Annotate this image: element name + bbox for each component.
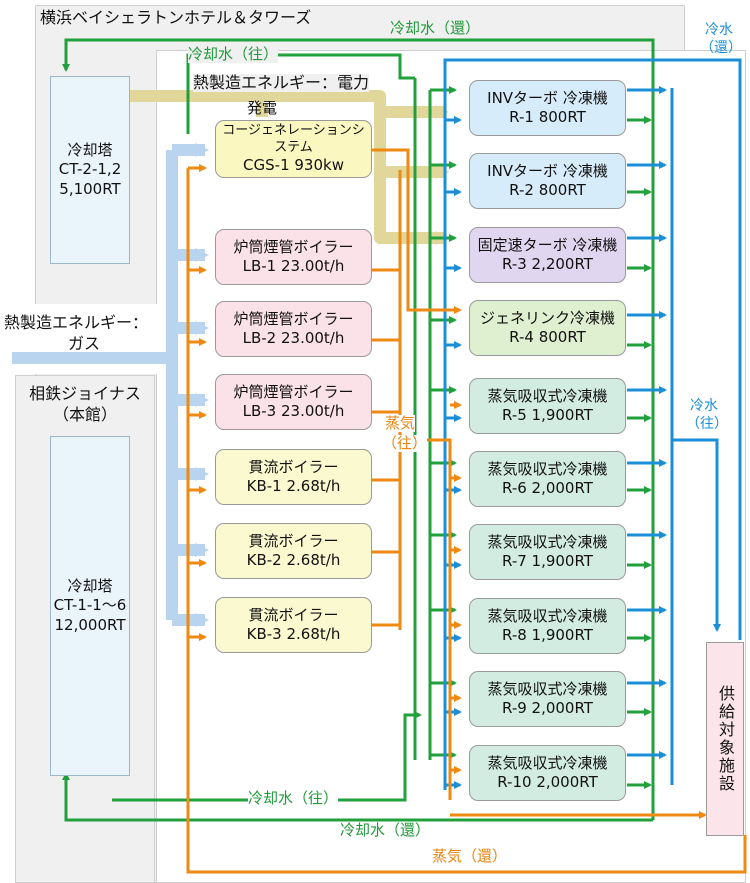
hotel-area-title: 横浜ベイシェラトンホテル＆タワーズ xyxy=(40,8,312,27)
boiler-name: 炉筒煙管ボイラー xyxy=(233,383,354,402)
boiler-name: 炉筒煙管ボイラー xyxy=(233,238,354,257)
power-generation-label: 発電 xyxy=(247,99,278,117)
cooling-water-supply-bottom-label: 冷却水（往） xyxy=(248,789,339,808)
boiler-name: 貫流ボイラー xyxy=(248,532,339,551)
chiller-name: 蒸気吸収式冷凍機 xyxy=(487,460,608,479)
boiler-name: 貫流ボイラー xyxy=(248,458,339,477)
electricity-label: 熱製造エネルギー：電力 xyxy=(193,73,370,93)
cooling-tower-name: 冷却塔 xyxy=(67,576,113,595)
chiller-name: 蒸気吸収式冷凍機 xyxy=(487,680,608,699)
cooling-tower-id: CT-1-1～6 xyxy=(53,596,127,615)
supply-facility-box: 供給対象施設 xyxy=(706,642,744,836)
supply-facility-label: 供給対象施設 xyxy=(716,685,735,793)
gas-label-line1: 熱製造エネルギー： xyxy=(4,313,149,332)
chiller-name: 蒸気吸収式冷凍機 xyxy=(487,754,608,773)
boiler-spec: LB-2 23.00t/h xyxy=(242,329,345,347)
chiller-spec: R-4 800RT xyxy=(509,328,586,346)
gas-label-line2: ガス xyxy=(68,334,101,353)
chiller-name: ジェネリンク冷凍機 xyxy=(479,309,615,328)
boiler-spec: KB-3 2.68t/h xyxy=(246,625,341,643)
cooling-tower-id: CT-2-1,2 xyxy=(58,160,122,179)
chiller-name: 蒸気吸収式冷凍機 xyxy=(487,387,608,406)
cooling-tower-ct1: 冷却塔 CT-1-1～6 12,000RT xyxy=(50,436,130,776)
chilled-water-supply-label-2: （往） xyxy=(686,416,728,432)
chiller-spec: R-10 2,000RT xyxy=(497,773,598,791)
chiller-name: INVターボ 冷凍機 xyxy=(487,162,608,181)
cgs-box: コージェネレーションシステム CGS-1 930kw xyxy=(215,120,372,178)
cooling-water-supply-top-label: 冷却水（往） xyxy=(188,45,279,64)
chiller-spec: R-7 1,900RT xyxy=(502,552,593,570)
steam-supply-label-1: 蒸気 xyxy=(385,414,416,433)
chiller-spec: R-6 2,000RT xyxy=(502,479,593,497)
steam-return-label: 蒸気（還） xyxy=(432,847,508,866)
cooling-tower-capacity: 12,000RT xyxy=(54,615,126,634)
boiler-spec: KB-1 2.68t/h xyxy=(246,477,341,495)
chiller-spec: R-9 2,000RT xyxy=(502,699,593,717)
cgs-name: コージェネレーションシステム xyxy=(222,123,365,155)
chilled-water-return-label-1: 冷水 xyxy=(705,22,733,38)
boiler-spec: LB-3 23.00t/h xyxy=(242,402,345,420)
chilled-water-supply-label-1: 冷水 xyxy=(690,398,718,414)
chilled-water-return-label-2: （還） xyxy=(700,40,742,56)
steam-supply-label-2: （往） xyxy=(382,434,428,453)
cooling-tower-capacity: 5,100RT xyxy=(59,179,121,198)
cgs-spec: CGS-1 930kw xyxy=(243,155,344,174)
chiller-name: 蒸気吸収式冷凍機 xyxy=(487,607,608,626)
chiller-name: 固定速ターボ 冷凍機 xyxy=(477,236,618,255)
cooling-tower-name: 冷却塔 xyxy=(67,140,113,159)
chiller-name: 蒸気吸収式冷凍機 xyxy=(487,533,608,552)
main-building-title-line2: （本館） xyxy=(52,405,117,424)
chiller-spec: R-1 800RT xyxy=(509,108,586,126)
chiller-name: INVターボ 冷凍機 xyxy=(487,89,608,108)
chiller-spec: R-5 1,900RT xyxy=(502,406,593,424)
electricity-lines xyxy=(130,90,449,245)
cooling-water-return-bottom-label: 冷却水（還） xyxy=(340,821,431,840)
cooling-water-return-top-label: 冷却水（還） xyxy=(390,19,481,38)
chiller-spec: R-8 1,900RT xyxy=(502,626,593,644)
chiller-spec: R-2 800RT xyxy=(509,181,586,199)
cooling-tower-ct2: 冷却塔 CT-2-1,2 5,100RT xyxy=(50,76,130,264)
chilled-water-lines xyxy=(443,58,742,790)
boiler-name: 炉筒煙管ボイラー xyxy=(233,310,354,329)
chiller-spec: R-3 2,200RT xyxy=(502,255,593,273)
steam-lines xyxy=(186,148,747,874)
boiler-spec: KB-2 2.68t/h xyxy=(246,551,341,569)
boiler-name: 貫流ボイラー xyxy=(248,606,339,625)
main-building-title-line1: 相鉄ジョイナス xyxy=(29,384,141,403)
boiler-spec: LB-1 23.00t/h xyxy=(242,257,345,275)
